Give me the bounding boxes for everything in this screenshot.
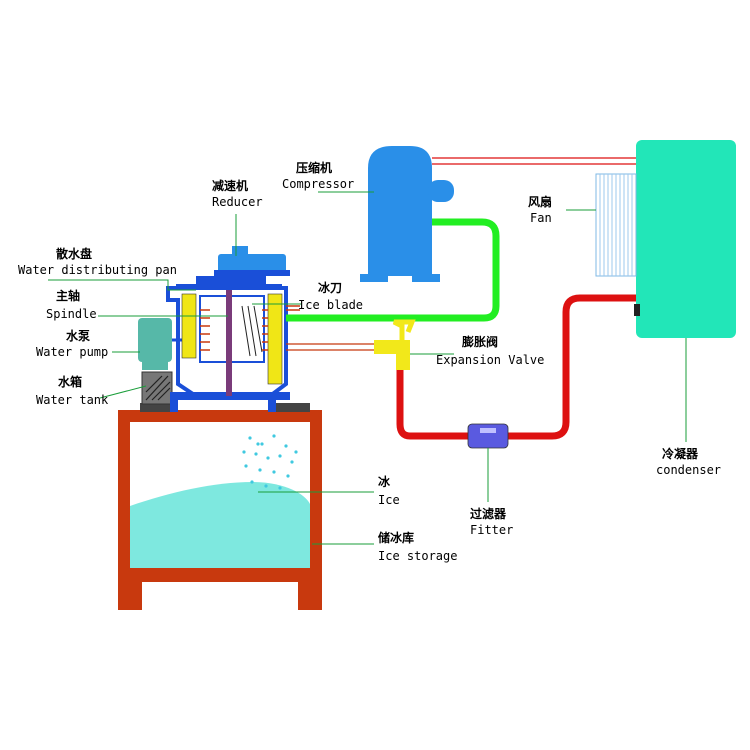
leader-water-tank bbox=[99, 385, 147, 399]
ice-storage-frame bbox=[118, 410, 322, 610]
insulation-right bbox=[267, 293, 283, 385]
reducer-cap bbox=[232, 246, 248, 256]
evaporator-pipe-stubs bbox=[286, 305, 300, 311]
suction-pipe bbox=[286, 218, 500, 322]
water-pump-label-zh: 水泵 bbox=[66, 328, 90, 343]
reducer-body bbox=[218, 254, 286, 274]
spindle-shaft bbox=[226, 282, 232, 396]
insulation-left bbox=[181, 293, 197, 359]
reducer-label-en: Reducer bbox=[212, 195, 263, 209]
leader-lines bbox=[48, 191, 687, 545]
spindle-label-en: Spindle bbox=[46, 307, 97, 321]
condenser-body bbox=[636, 140, 736, 338]
condenser-unit bbox=[595, 140, 736, 338]
reducer-base bbox=[214, 270, 290, 276]
ice-blade-hatch bbox=[241, 305, 263, 357]
water-tank-hatch bbox=[145, 375, 171, 401]
expansion-valve-stem bbox=[396, 340, 410, 370]
ice-maker-assembly bbox=[166, 246, 300, 412]
expansion-valve-label-en: Expansion Valve bbox=[436, 353, 544, 367]
compressor-port bbox=[428, 180, 454, 202]
fan-label-en: Fan bbox=[530, 211, 552, 225]
condenser-label-zh: 冷凝器 bbox=[662, 446, 699, 461]
water-pump-label-en: Water pump bbox=[36, 345, 108, 359]
water-pump-base bbox=[142, 360, 168, 370]
ice-label-en: Ice bbox=[378, 493, 400, 507]
heating-coil-left bbox=[200, 309, 210, 351]
ice-storage-label-zh: 储冰库 bbox=[378, 530, 414, 545]
refrigerant-circuit bbox=[286, 157, 640, 440]
water-pan-label-zh: 散水盘 bbox=[56, 246, 92, 261]
condenser-label-en: condenser bbox=[656, 463, 721, 477]
heating-coil-right bbox=[262, 309, 268, 351]
compressor-label-zh: 压缩机 bbox=[296, 160, 332, 175]
expansion-valve-handle bbox=[392, 319, 416, 340]
expansion-valve bbox=[374, 319, 416, 370]
reducer-label-zh: 减速机 bbox=[212, 178, 248, 193]
water-pan-label-en: Water distributing pan bbox=[18, 263, 177, 277]
ice-pile bbox=[130, 482, 310, 568]
compressor-label-en: Compressor bbox=[282, 177, 354, 191]
ice-storage-label-en: Ice storage bbox=[378, 549, 457, 563]
water-tank-label-zh: 水箱 bbox=[58, 374, 82, 389]
compressor-body bbox=[368, 146, 432, 276]
water-tank-assembly bbox=[138, 318, 190, 405]
ice-blade-label-zh: 冰刀 bbox=[318, 280, 342, 295]
fan-grille bbox=[599, 174, 633, 276]
outlet-left bbox=[170, 392, 178, 412]
pan-rim bbox=[196, 276, 266, 284]
ice-label-zh: 冰 bbox=[378, 474, 391, 489]
falling-ice-particles bbox=[242, 434, 298, 490]
outlet-right bbox=[268, 392, 276, 412]
compressor bbox=[360, 146, 454, 282]
water-distributing-pan bbox=[176, 284, 282, 290]
ice-blade-label-en: Ice blade bbox=[298, 298, 363, 312]
seat-block-left bbox=[140, 403, 178, 412]
spindle-label-zh: 主轴 bbox=[56, 288, 80, 303]
filter-label-zh: 过滤器 bbox=[470, 506, 507, 521]
water-pump-body bbox=[138, 318, 172, 362]
water-tank-label-en: Water tank bbox=[36, 393, 109, 407]
filter-window bbox=[480, 428, 496, 433]
fan-label-zh: 风扇 bbox=[528, 194, 552, 209]
labels: 压缩机 Compressor 减速机 Reducer 散水盘 Water dis… bbox=[18, 160, 721, 563]
condenser-connector bbox=[634, 304, 640, 316]
filter bbox=[467, 423, 509, 449]
valve-feed-lines bbox=[286, 343, 376, 351]
fan bbox=[595, 173, 637, 277]
discharge-lines bbox=[432, 157, 638, 165]
expansion-valve-label-zh: 膨胀阀 bbox=[461, 334, 498, 349]
filter-label-en: Fitter bbox=[470, 523, 513, 537]
compressor-foot-right bbox=[412, 274, 440, 282]
leader-water-pan bbox=[48, 279, 196, 291]
filter-body bbox=[467, 423, 509, 449]
ice-storage-bin bbox=[118, 403, 322, 610]
liquid-pipe bbox=[396, 294, 640, 440]
seat-block-right bbox=[270, 403, 310, 412]
compressor-foot-left bbox=[360, 274, 388, 282]
